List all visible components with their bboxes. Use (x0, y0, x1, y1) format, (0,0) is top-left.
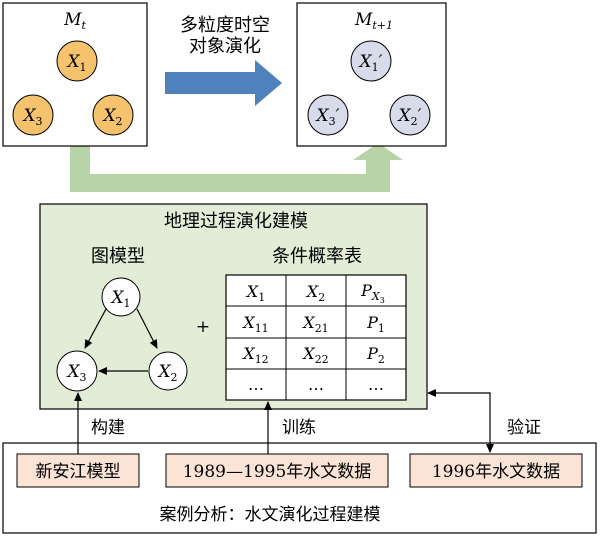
svg-text:X2′: X2′ (397, 106, 422, 128)
svg-text:新安江模型: 新安江模型 (36, 462, 121, 482)
graph-node-x2: X2 (148, 351, 188, 391)
graph-model: X1 X3 X2 (56, 277, 188, 392)
node-x1-t1: X1′ (350, 40, 392, 82)
case-item-training-data: 1989—1995年水文数据 (165, 453, 389, 488)
graph-node-x3: X3 (56, 350, 98, 392)
svg-text:X3′: X3′ (315, 106, 340, 128)
model-title: 地理过程演化建模 (164, 211, 308, 232)
node-x3-t: X3 (12, 94, 54, 136)
evolution-arrow (165, 60, 282, 106)
table-title: 条件概率表 (272, 246, 362, 267)
state-box-t1: Mt+1 X1′ X3′ X2′ (296, 2, 447, 147)
node-x3-t1: X3′ (307, 94, 349, 136)
node-x1-t: X1 (56, 40, 98, 82)
verify-arrow (427, 389, 494, 453)
state-t-title: Mt (63, 10, 86, 32)
svg-text:1989—1995年水文数据: 1989—1995年水文数据 (183, 462, 372, 482)
train-label: 训练 (282, 418, 316, 438)
evolution-label-line1: 多粒度时空 (180, 15, 270, 36)
state-box-t: Mt X1 X3 X2 (2, 2, 148, 147)
case-footer: 案例分析：水文演化过程建模 (160, 505, 381, 525)
graph-title: 图模型 (91, 246, 145, 267)
evolution-label-line2: 对象演化 (189, 36, 261, 57)
feedback-arrow (70, 143, 403, 192)
node-x2-t1: X2′ (389, 94, 431, 136)
case-item-validation-data: 1996年水文数据 (409, 453, 583, 488)
graph-node-x1: X1 (101, 277, 141, 317)
case-item-xinanjiang: 新安江模型 (16, 453, 140, 488)
cpt-table: X1 X2 PX3 X11 X21 P1 X12 X22 P2 … … … (225, 274, 407, 401)
cpt-cell: … (308, 375, 324, 394)
cpt-cell: … (248, 375, 264, 394)
svg-text:1996年水文数据: 1996年水文数据 (432, 462, 560, 482)
build-label: 构建 (91, 418, 125, 438)
node-x2-t: X2 (92, 94, 134, 136)
verify-label: 验证 (507, 418, 541, 438)
plus-sign: + (196, 317, 210, 337)
svg-text:X1′: X1′ (358, 52, 383, 74)
state-t1-title: Mt+1 (354, 10, 393, 32)
cpt-cell: … (368, 375, 384, 394)
